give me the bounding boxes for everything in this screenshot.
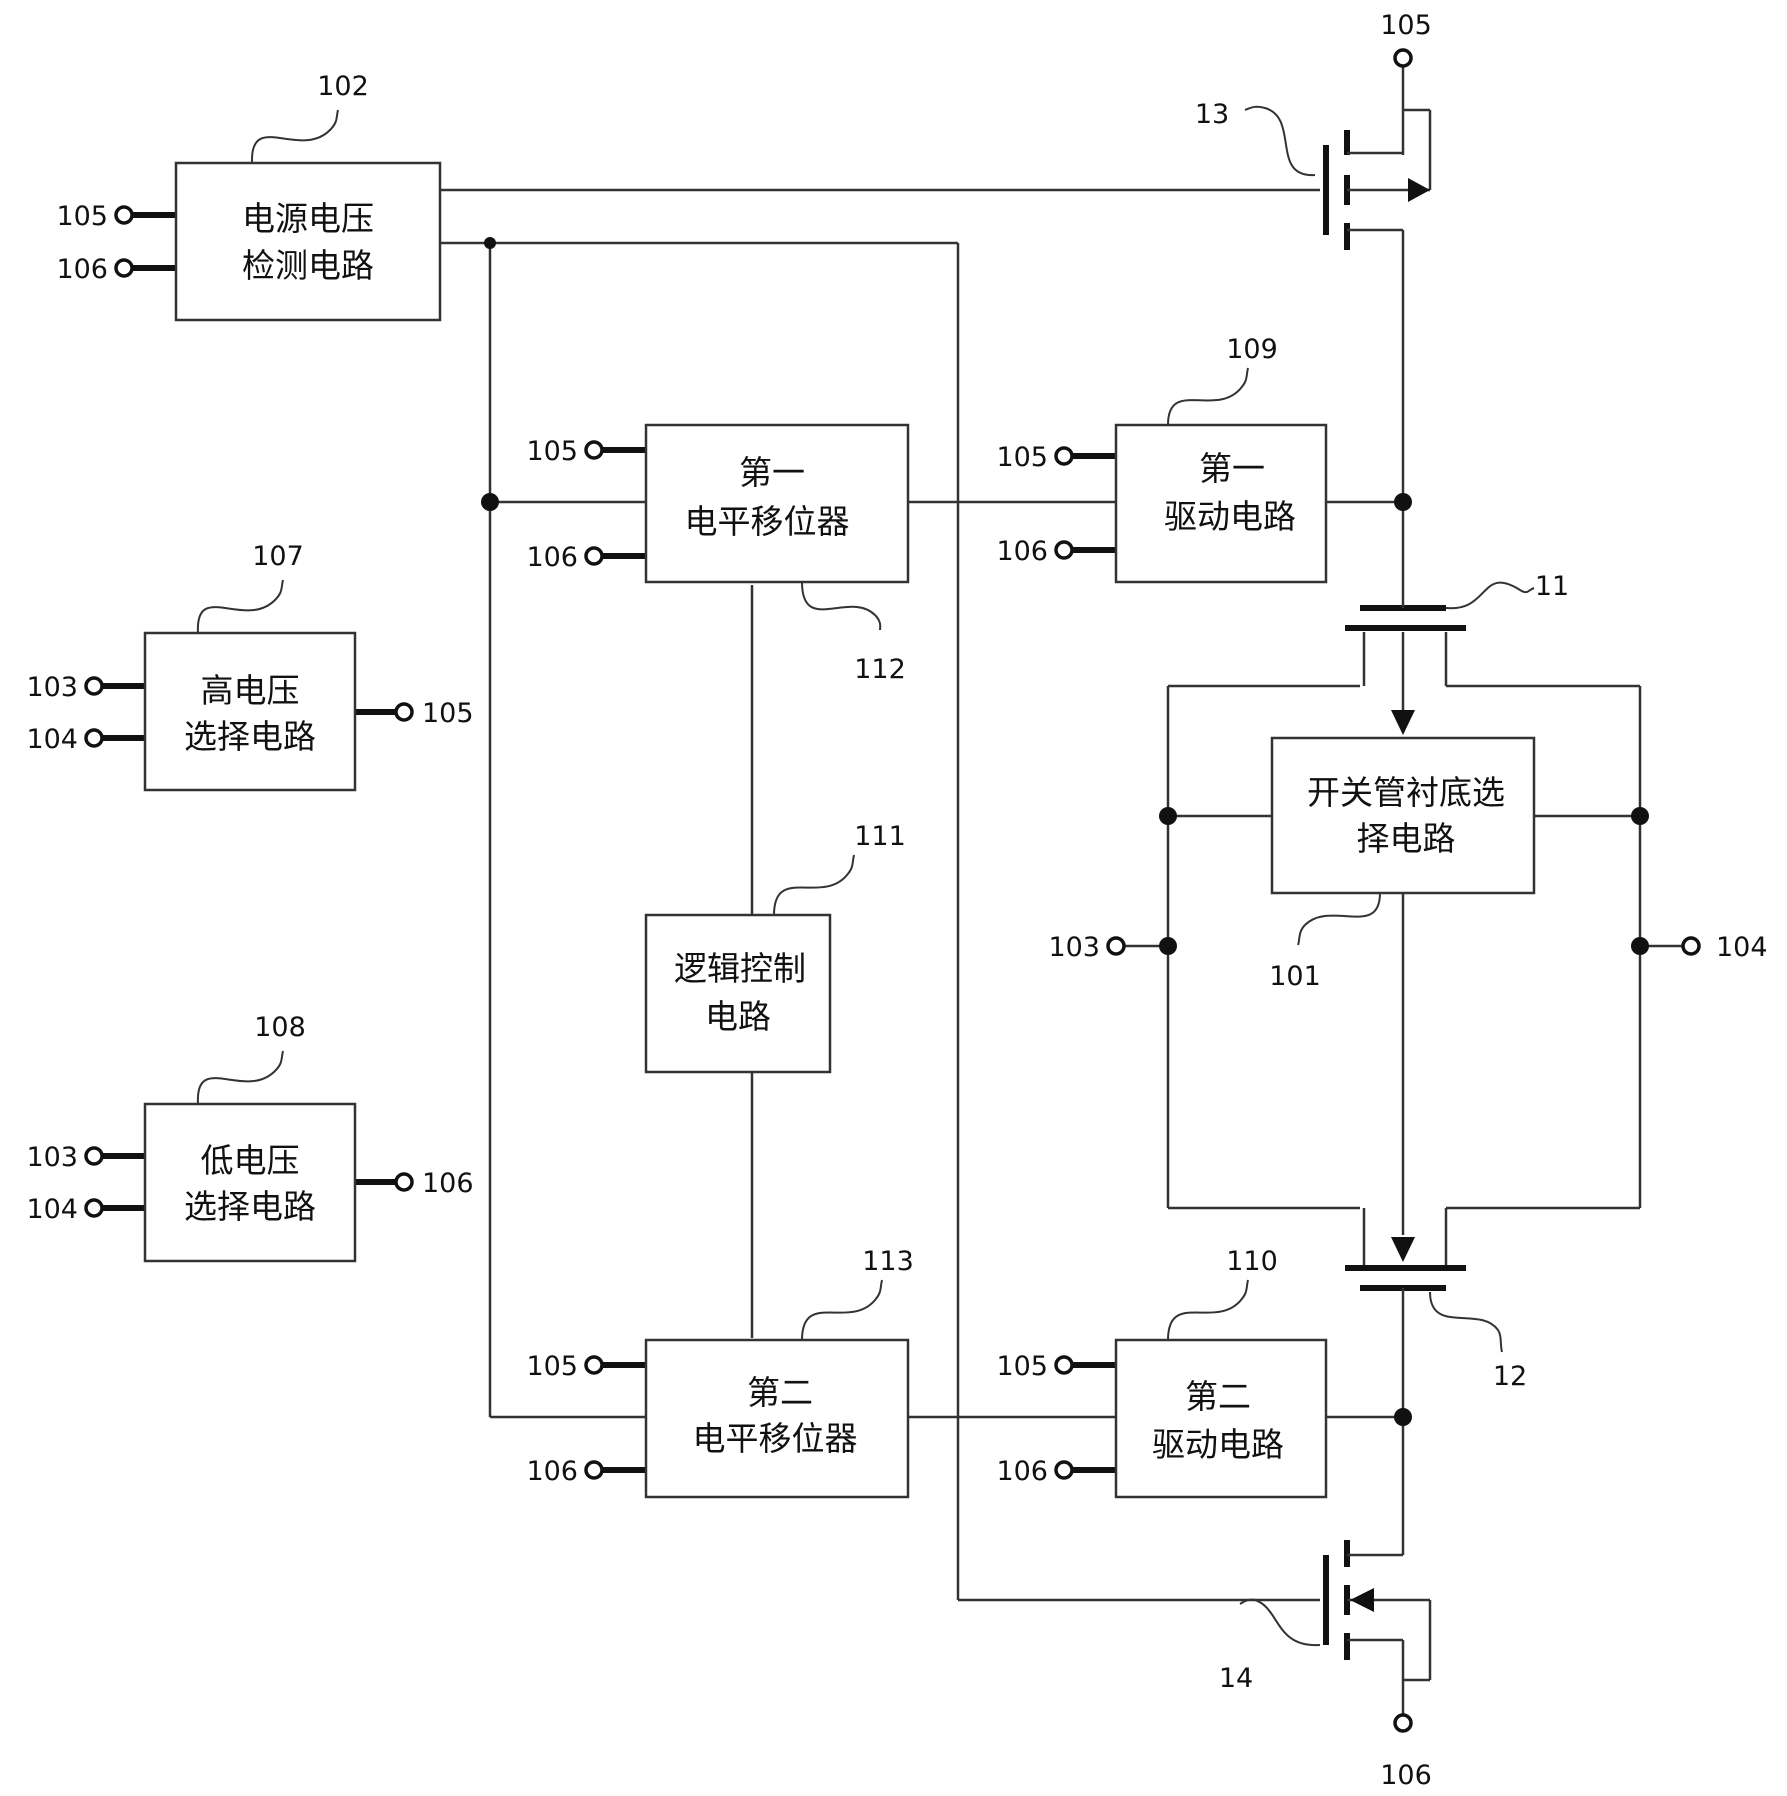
terminal-label-105: 105 bbox=[526, 436, 578, 467]
transistor-12 bbox=[1345, 1208, 1466, 1306]
terminal-label-104: 104 bbox=[1716, 932, 1768, 963]
block-102: 电源电压 检测电路 bbox=[174, 161, 442, 322]
block-107-line2: 选择电路 bbox=[184, 717, 316, 756]
block-109-line2: 驱动电路 bbox=[1164, 497, 1296, 536]
terminal-circles bbox=[84, 48, 1701, 1733]
block-101-line1: 开关管衬底选 bbox=[1307, 773, 1505, 812]
block-111-line1: 逻辑控制 bbox=[674, 949, 806, 988]
terminal-label-105: 105 bbox=[996, 442, 1048, 473]
reference-leaders bbox=[196, 105, 1535, 1647]
ref-label-14: 14 bbox=[1219, 1663, 1253, 1694]
ref-label-110: 110 bbox=[1226, 1246, 1278, 1277]
terminal-label-105: 105 bbox=[422, 698, 474, 729]
terminal-label-106: 106 bbox=[996, 1456, 1048, 1487]
block-110-line1: 第二 bbox=[1185, 1377, 1251, 1416]
ref-label-113: 113 bbox=[862, 1246, 914, 1277]
terminal-label-106: 106 bbox=[422, 1168, 474, 1199]
block-110-line2: 驱动电路 bbox=[1152, 1425, 1284, 1464]
block-102-line2: 检测电路 bbox=[242, 246, 374, 285]
terminal-label-106: 106 bbox=[526, 1456, 578, 1487]
block-113: 第二 电平移位器 bbox=[644, 1338, 910, 1499]
transistor-14 bbox=[1323, 1540, 1430, 1660]
terminal-label-103: 103 bbox=[26, 1142, 78, 1173]
terminal-label-106: 106 bbox=[996, 536, 1048, 567]
junction-dots bbox=[481, 237, 1649, 1426]
ref-label-107: 107 bbox=[252, 541, 304, 572]
block-109-line1: 第一 bbox=[1199, 449, 1265, 488]
block-112-line2: 电平移位器 bbox=[685, 502, 850, 541]
terminal-label-105: 105 bbox=[56, 201, 108, 232]
block-110: 第二 驱动电路 bbox=[1114, 1338, 1328, 1499]
block-111: 逻辑控制 电路 bbox=[644, 913, 832, 1074]
block-113-line2: 电平移位器 bbox=[693, 1419, 858, 1458]
ref-label-112: 112 bbox=[854, 654, 906, 685]
ref-label-12: 12 bbox=[1493, 1361, 1527, 1392]
terminal-label-106: 106 bbox=[526, 542, 578, 573]
terminal-label-105: 105 bbox=[996, 1351, 1048, 1382]
ref-label-108: 108 bbox=[254, 1012, 306, 1043]
block-101-line2: 择电路 bbox=[1357, 819, 1456, 858]
ref-label-102: 102 bbox=[317, 71, 369, 102]
ref-label-101: 101 bbox=[1269, 961, 1321, 992]
block-107-line1: 高电压 bbox=[201, 671, 300, 710]
ref-label-109: 109 bbox=[1226, 334, 1278, 365]
ref-label-11: 11 bbox=[1535, 571, 1569, 602]
block-102-line1: 电源电压 bbox=[242, 199, 374, 238]
transistor-13 bbox=[1323, 130, 1430, 250]
block-109: 第一 驱动电路 bbox=[1114, 423, 1328, 584]
terminal-label-103: 103 bbox=[1048, 932, 1100, 963]
terminal-label-106: 106 bbox=[56, 254, 108, 285]
block-108-line1: 低电压 bbox=[201, 1141, 300, 1180]
terminal-label-104: 104 bbox=[26, 724, 78, 755]
block-101: 开关管衬底选 择电路 bbox=[1270, 736, 1536, 895]
block-112: 第一 电平移位器 bbox=[644, 423, 910, 584]
block-107: 高电压 选择电路 bbox=[143, 631, 357, 792]
terminal-stubs bbox=[102, 212, 1116, 1473]
terminal-label-103: 103 bbox=[26, 672, 78, 703]
block-113-line1: 第二 bbox=[747, 1373, 813, 1412]
ref-label-13: 13 bbox=[1195, 99, 1229, 130]
terminal-label-105: 105 bbox=[1380, 10, 1432, 41]
terminal-labels: 105 106 103 104 105 103 104 106 105 106 … bbox=[26, 10, 1767, 1791]
block-111-line2: 电路 bbox=[705, 997, 771, 1036]
terminal-label-105: 105 bbox=[526, 1351, 578, 1382]
ref-label-111: 111 bbox=[854, 821, 906, 852]
block-112-line1: 第一 bbox=[739, 453, 805, 492]
block-108: 低电压 选择电路 bbox=[143, 1102, 357, 1263]
reference-labels: 102 107 108 112 113 111 109 110 101 13 1… bbox=[252, 71, 1569, 1694]
transistor-11 bbox=[1345, 600, 1466, 735]
terminal-label-106: 106 bbox=[1380, 1760, 1432, 1791]
block-108-line2: 选择电路 bbox=[184, 1187, 316, 1226]
terminal-label-104: 104 bbox=[26, 1194, 78, 1225]
